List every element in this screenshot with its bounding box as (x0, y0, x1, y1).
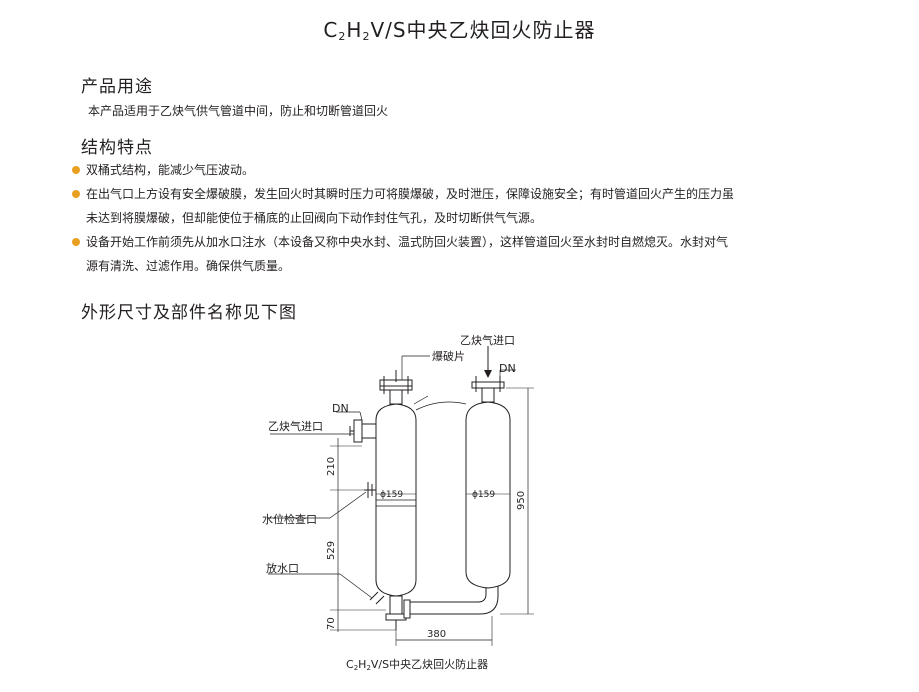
diagram-heading: 外形尺寸及部件名称见下图 (81, 303, 297, 323)
bullet-dot (72, 238, 80, 246)
label-dn-right: DN (499, 362, 516, 375)
bullet-dot (72, 166, 80, 174)
level-port (364, 482, 376, 498)
label-inlet-top: 乙炔气进口 (460, 333, 515, 347)
phi-right: ϕ159 (472, 490, 495, 500)
dim-950: 950 (516, 491, 527, 510)
label-drain: 放水口 (266, 561, 299, 575)
features-list: 双桶式结构，能减少气压波动。 在出气口上方设有安全爆破膜，发生回火时其瞬时压力可… (72, 158, 842, 278)
feature-item: 双桶式结构，能减少气压波动。 (72, 158, 842, 182)
page-title: C2H2V/S中央乙炔回火防止器 (323, 18, 596, 43)
bullet-dot (72, 190, 80, 198)
drain-valve (369, 591, 385, 605)
usage-text: 本产品适用于乙炔气供气管道中间，防止和切断管道回火 (88, 104, 389, 118)
right-vessel (465, 376, 511, 589)
dim-380: 380 (427, 629, 446, 640)
feature-item: 设备开始工作前须先从加水口注水（本设备又称中央水封、温式防回火装置），这样管道回… (72, 230, 842, 278)
dim-70: 70 (326, 617, 337, 630)
phi-left: ϕ159 (380, 490, 403, 500)
burst-disc-flange (379, 370, 413, 405)
features-heading: 结构特点 (81, 138, 153, 158)
left-inlet-nozzle (349, 419, 377, 443)
diagram-caption: C2H2V/S中央乙炔回火防止器 (346, 657, 488, 672)
dim-529: 529 (326, 541, 337, 560)
bottom-pipe (385, 580, 499, 630)
label-inlet-left: 乙炔气进口 (268, 419, 323, 433)
label-level-port: 水位检查口 (262, 512, 317, 526)
dim-210: 210 (326, 457, 337, 476)
feature-item: 在出气口上方设有安全爆破膜，发生回火时其瞬时压力可将膜爆破，及时泄压，保障设施安… (72, 182, 842, 230)
label-dn-left: DN (332, 402, 349, 415)
usage-heading: 产品用途 (81, 77, 153, 97)
left-vessel (375, 403, 417, 597)
label-burst-disc: 爆破片 (432, 349, 465, 363)
